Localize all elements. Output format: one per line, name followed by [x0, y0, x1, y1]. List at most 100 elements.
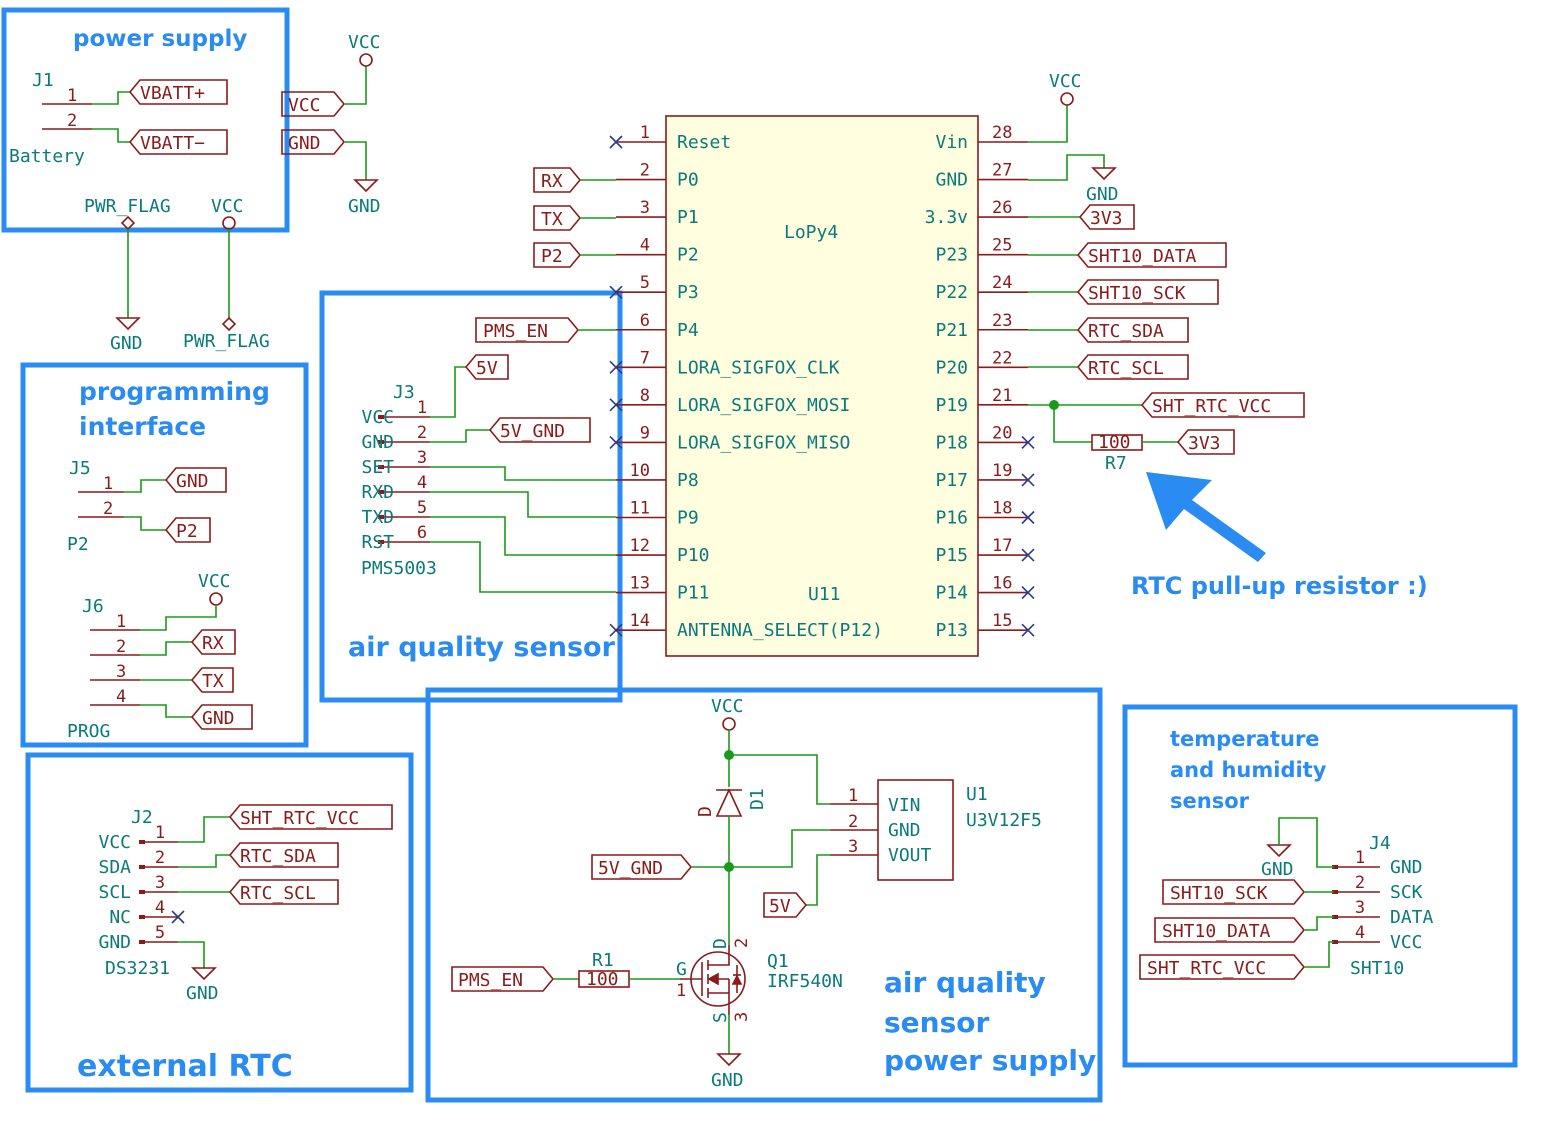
external-rtc-box: [25, 752, 414, 1093]
lopy4-left-pin-name: P1: [677, 207, 699, 228]
power-supply-box: [1, 7, 290, 233]
u1-pin1: 1: [848, 786, 858, 806]
j3pins-pin-number: 4: [417, 473, 427, 493]
programming-interface-box: [20, 362, 309, 748]
p2-j5-label: P2: [176, 521, 198, 542]
j6-ref: J6: [82, 596, 104, 617]
j5-name: P2: [67, 534, 89, 555]
lopy4-right-pin-name: Vin: [935, 132, 968, 153]
p2-net-label: P2: [541, 246, 563, 267]
rx-net-label: RX: [541, 171, 563, 192]
r1-value: 100: [586, 969, 619, 990]
aq-power-title-3: power supply: [884, 1044, 1096, 1077]
q1-pin3: 3: [732, 1012, 752, 1022]
3v3-net-label: 3V3: [1090, 208, 1123, 229]
air-quality-title: air quality sensor: [348, 632, 616, 663]
j2pins-pin-number: 4: [155, 898, 165, 918]
lopy4-right-pin-number: 28: [992, 123, 1012, 143]
j3pins-pin-name: TXD: [361, 507, 394, 528]
j3pins-pin-number: 5: [417, 498, 427, 518]
j4pins-pin-name: SCK: [1390, 882, 1423, 903]
lopy4-left-pin-name: P8: [677, 470, 699, 491]
5v-aq-label: 5V: [769, 896, 791, 917]
j3pins-pin-stub: [378, 540, 384, 544]
power-supply-title: power supply: [73, 26, 247, 52]
lopy4-right-pin-name: P18: [935, 432, 968, 453]
j2pins-pin-number: 2: [155, 848, 165, 868]
3v3-r7-label: 3V3: [1188, 433, 1221, 454]
r7-ref: R7: [1105, 453, 1127, 474]
j4pins-pin-name: GND: [1390, 857, 1423, 878]
gnd-lopy-label: GND: [1086, 184, 1119, 205]
j4pins-pin-number: 3: [1355, 898, 1365, 918]
lopy4-left-pin-name: P9: [677, 508, 699, 529]
lopy4-right-pin-number: 20: [992, 423, 1012, 443]
u1-vin: VIN: [888, 795, 921, 816]
gnd-j4-label: GND: [1261, 859, 1294, 880]
j3pins-pin-number: 1: [417, 398, 427, 418]
d1-body: [715, 788, 743, 817]
j6-pin1: 1: [116, 612, 126, 632]
lopy4-right-pin-number: 23: [992, 311, 1012, 331]
u1-pin2: 2: [848, 812, 858, 832]
lopy4-left-pin-number: 1: [640, 123, 650, 143]
vcc-j6-label: VCC: [198, 571, 231, 592]
rtc-scl-j2-label: RTC_SCL: [240, 883, 316, 904]
j3pins-pin-stub: [378, 415, 384, 419]
gnd-aq-label: GND: [711, 1070, 744, 1091]
programming-title-2: interface: [79, 412, 206, 441]
j3pins-pin-number: 6: [417, 523, 427, 543]
q1-pin1: 1: [676, 981, 686, 1001]
j4-name: SHT10: [1350, 958, 1404, 979]
q1-value: IRF540N: [767, 971, 843, 992]
lopy4-left-pin-number: 12: [630, 536, 650, 556]
vbatt-plus-label: VBATT+: [140, 83, 205, 104]
vcc-aq-label: VCC: [711, 696, 744, 717]
lopy4-right-pin-number: 26: [992, 198, 1012, 218]
r7-value: 100: [1098, 432, 1131, 453]
j6-pin4: 4: [116, 687, 126, 707]
no-connect-mark: [1021, 623, 1035, 637]
j3pins-pin-stub: [378, 490, 384, 494]
lopy4-right-pin-number: 21: [992, 386, 1012, 406]
j1-pin1: 1: [67, 86, 77, 106]
j6-pin3: 3: [116, 662, 126, 682]
sht-rtc-vcc-j4-label: SHT_RTC_VCC: [1147, 958, 1266, 979]
j4pins-pin-stub: [1332, 890, 1338, 894]
lopy4-left-pin-name: LORA_SIGFOX_CLK: [677, 357, 840, 378]
no-connect-mark: [1021, 548, 1035, 562]
u1-vout: VOUT: [888, 845, 932, 866]
lopy4-name: LoPy4: [784, 222, 838, 243]
lopy4-right-pin-number: 17: [992, 536, 1012, 556]
lopy4-left-pin-number: 13: [630, 574, 650, 594]
no-connect-mark: [609, 623, 623, 637]
annotation-arrow: [1146, 472, 1266, 562]
lopy4-left-pin-name: LORA_SIGFOX_MOSI: [677, 395, 850, 416]
no-connect-mark: [1021, 586, 1035, 600]
lopy4-right-pin-name: P16: [935, 508, 968, 529]
d1-value: D: [695, 806, 716, 817]
no-connect-mark: [609, 398, 623, 412]
lopy4-left-pin-number: 5: [640, 273, 650, 293]
j3-name: PMS5003: [361, 558, 437, 579]
rtc-scl-net-label: RTC_SCL: [1088, 358, 1164, 379]
j1-name: Battery: [9, 146, 85, 167]
aq-power-supply-box: [425, 687, 1103, 1103]
lopy4-left-pin-name: LORA_SIGFOX_MISO: [677, 432, 850, 453]
lopy4-left-pin-name: ANTENNA_SELECT(P12): [677, 620, 883, 641]
lopy4-left-pin-name: P10: [677, 545, 710, 566]
lopy4-left-pin-name: P4: [677, 320, 699, 341]
lopy4-right-pin-number: 19: [992, 461, 1012, 481]
sht-rtc-vcc-net-label: SHT_RTC_VCC: [1152, 396, 1271, 417]
lopy4-body: [665, 115, 979, 657]
lopy4-left-pin-number: 6: [640, 311, 650, 331]
lopy4-left-pin-name: P3: [677, 282, 699, 303]
lopy4-right-pin-name: P13: [935, 620, 968, 641]
j2-ref: J2: [131, 807, 153, 828]
no-connect-mark: [171, 910, 185, 924]
temp-humidity-box: [1122, 704, 1518, 1068]
u1-value: U3V12F5: [966, 810, 1042, 831]
q1-pin2: 2: [732, 938, 752, 948]
